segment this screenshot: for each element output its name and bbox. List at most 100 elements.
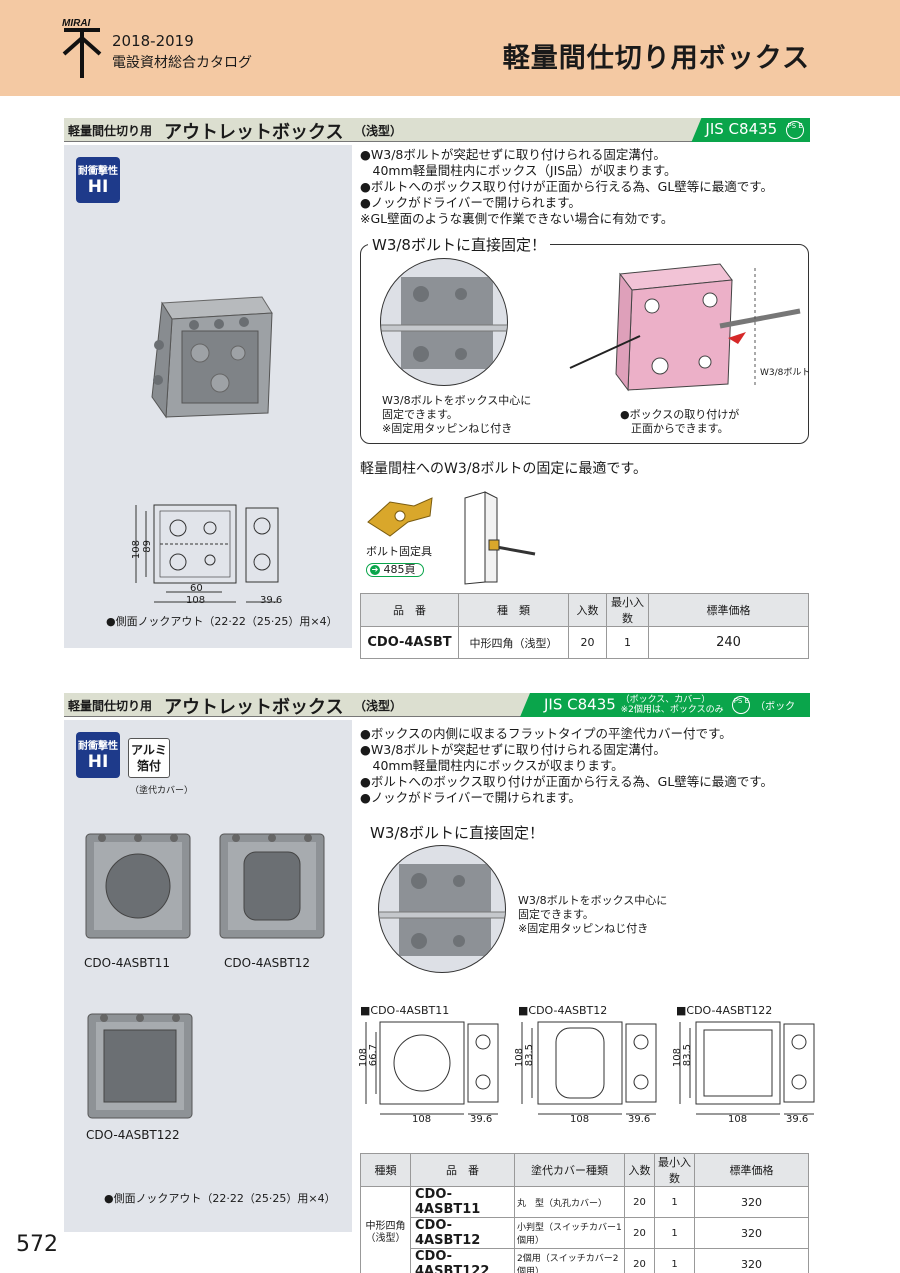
- table-row: CDO-4ASBT 中形四角（浅型） 20 1 240: [360, 626, 809, 659]
- badge-line: 箔付: [136, 759, 161, 773]
- stud-illustration: [464, 491, 536, 585]
- svg-text:MIRAI: MIRAI: [62, 18, 91, 29]
- pse-mark-icon: PS E: [732, 696, 751, 714]
- kind-cell: 中形四角 （浅型）: [360, 1186, 411, 1273]
- bolt-fixture-image: [367, 497, 433, 537]
- section1-callout: [360, 244, 809, 444]
- dim-width: 108: [570, 1114, 590, 1125]
- arrow-right-icon: ➔: [370, 565, 380, 575]
- knockout-note: ●側面ノックアウト（22·22（25·25）用×4）: [104, 1192, 336, 1205]
- product-label-122: CDO-4ASBT122: [86, 1128, 180, 1142]
- table-row: CDO-4ASBT122 2個用（スイッチカバー2個用） 20 1 320: [361, 1248, 809, 1273]
- dim-height-inner: 66.7: [368, 1044, 379, 1067]
- feature-line: ●W3/8ボルトが突起せずに取り付けられる固定溝付。: [360, 147, 666, 162]
- col-header: 標準価格: [694, 1153, 809, 1187]
- cover-type: 小判型（スイッチカバー1個用）: [514, 1217, 625, 1249]
- drawing-title-11: ■CDO-4ASBT11: [360, 1004, 450, 1017]
- qty: 20: [568, 626, 607, 659]
- badge-top-text: 耐衝撃性: [78, 741, 118, 752]
- section1-jis-badge: JIS C8435 PS E: [691, 118, 810, 142]
- note-line: W3/8ボルトをボックス中心に: [518, 894, 668, 907]
- badge-bottom-text: HI: [87, 752, 109, 772]
- section1-features: ●W3/8ボルトが突起せずに取り付けられる固定溝付。 40mm軽量間柱内にボック…: [360, 147, 773, 227]
- section2-title: アウトレットボックス: [164, 697, 344, 718]
- dim-height-inner: 83.5: [682, 1044, 693, 1067]
- feature-line: ●ボルトへのボックス取り付けが正面から行える為、GL壁等に最適です。: [360, 179, 774, 194]
- col-header: 塗代カバー種類: [514, 1153, 625, 1187]
- product-code: CDO-4ASBT: [360, 626, 459, 659]
- col-header: 種類: [360, 1153, 411, 1187]
- catalog-name: 電設資材総合カタログ: [112, 55, 252, 71]
- drawing-11: [365, 1021, 499, 1115]
- product-type: 中形四角（浅型）: [458, 626, 569, 659]
- drawing-12: [521, 1021, 657, 1115]
- product-label-11: CDO-4ASBT11: [84, 956, 171, 970]
- page-header: MIRAI 2018-2019 電設資材総合カタログ 軽量間仕切り用ボックス: [0, 0, 900, 96]
- col-header: 入数: [568, 593, 607, 627]
- price: 320: [694, 1248, 809, 1273]
- col-header: 最小入数: [654, 1153, 695, 1187]
- outlet-box-photo: [151, 296, 273, 419]
- pse-mark-icon: PS E: [786, 120, 804, 139]
- dim-width: 108: [412, 1114, 432, 1125]
- section2-features: ●ボックスの内側に収まるフラットタイプの平塗代カバー付です。 ●W3/8ボルトが…: [360, 726, 773, 806]
- dim-depth: 39.6: [470, 1114, 493, 1125]
- section2-jis-badge: JIS C8435 （ボックス、カバー） ※2個用は、ボックスのみ PS E （…: [520, 693, 810, 717]
- cover-type: 2個用（スイッチカバー2個用）: [514, 1248, 625, 1273]
- dim-depth: 39.6: [628, 1114, 651, 1125]
- feature-line: 40mm軽量間柱内にボックス（JIS品）が収まります。: [360, 163, 677, 178]
- dim-width-inner: 60: [190, 583, 203, 594]
- table-row: CDO-4ASBT12 小判型（スイッチカバー1個用） 20 1 320: [361, 1217, 809, 1249]
- bolt-closeup-image: [379, 864, 505, 956]
- price: 320: [694, 1186, 809, 1218]
- fixture-label: ボルト固定具: [366, 545, 432, 558]
- product-label-12: CDO-4ASBT12: [224, 956, 311, 970]
- col-header: 種 類: [458, 593, 569, 627]
- badge-top-text: 耐衝撃性: [78, 166, 118, 177]
- callout-note-1: W3/8ボルトをボックス中心に 固定できます。 ※固定用タッピンねじ付き: [382, 394, 531, 436]
- section1-title: アウトレットボックス: [164, 122, 344, 143]
- note-line: W3/8ボルトをボックス中心に: [382, 394, 532, 407]
- product-code: CDO-4ASBT122: [410, 1248, 515, 1273]
- page-ref-link[interactable]: ➔ 485頁: [366, 563, 424, 577]
- bolt-closeup-image: [381, 277, 507, 369]
- jis-label: JIS C8435: [705, 120, 778, 138]
- dim-height-inner: 83.5: [524, 1044, 535, 1067]
- bolt-closeup-circle: [378, 845, 506, 973]
- min-qty: 1: [654, 1217, 695, 1249]
- section1-product-panel: 耐衝撃性 HI 108 89 60 108 39.6 ●側面ノックアウト（22·…: [64, 145, 352, 648]
- jis-note: （ボックス、カバー） ※2個用は、ボックスのみ: [621, 695, 724, 715]
- cover-note: （塗代カバー）: [130, 786, 194, 796]
- min-qty: 1: [654, 1248, 695, 1273]
- note-line: 固定できます。: [382, 408, 458, 421]
- kind-line: 中形四角: [365, 1221, 406, 1232]
- min-qty: 1: [654, 1186, 695, 1218]
- dim-depth: 39.6: [786, 1114, 809, 1125]
- dim-height-outer: 108: [131, 540, 142, 560]
- qty: 20: [624, 1186, 655, 1218]
- product-photo-122: [87, 1013, 193, 1119]
- section1-spec-table: 品 番 種 類 入数 最小入数 標準価格 CDO-4ASBT 中形四角（浅型） …: [360, 593, 809, 659]
- impact-badge: 耐衝撃性 HI: [76, 732, 120, 778]
- badge-bottom-text: HI: [87, 177, 109, 197]
- col-header: 品 番: [410, 1153, 515, 1187]
- page-title: 軽量間仕切り用ボックス: [502, 43, 810, 74]
- product-photo-12: [219, 833, 325, 939]
- col-header: 品 番: [360, 593, 459, 627]
- table-row: 中形四角 （浅型） CDO-4ASBT11 丸 型（丸孔カバー） 20 1 32…: [360, 1186, 809, 1273]
- bolt-label: W3/8ボルト: [760, 368, 811, 378]
- section1-header: 軽量間仕切り用 アウトレットボックス （浅型） JIS C8435 PS E: [64, 118, 810, 143]
- catalog-year: 2018-2019: [112, 32, 194, 50]
- product-photo-11: [85, 833, 191, 939]
- note-line: ※固定用タッピンねじ付き: [518, 922, 649, 935]
- product-code: CDO-4ASBT11: [410, 1186, 515, 1218]
- drawing-title-122: ■CDO-4ASBT122: [676, 1004, 773, 1017]
- jis-note-1: （ボックス、カバー）: [620, 695, 711, 705]
- note-line: 固定できます。: [518, 908, 594, 921]
- pse-note: （ボックス）: [544, 701, 796, 732]
- section2-spec-table: 種類 品 番 塗代カバー種類 入数 最小入数 標準価格 中形四角 （浅型） CD…: [360, 1153, 809, 1273]
- page-ref-text: 485頁: [383, 563, 416, 576]
- feature-line: ●W3/8ボルトが突起せずに取り付けられる固定溝付。: [360, 742, 666, 757]
- jis-note-2: ※2個用は、ボックスのみ: [620, 705, 724, 715]
- bolt-closeup-circle: [380, 258, 508, 386]
